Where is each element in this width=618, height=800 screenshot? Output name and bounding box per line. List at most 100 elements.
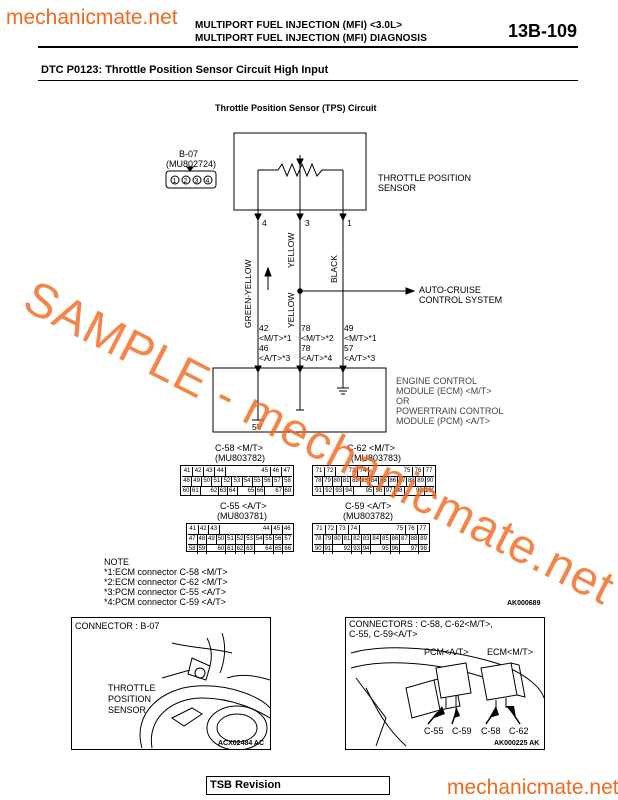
connector-pin: 41 xyxy=(182,467,194,477)
wire-label-yellow: YELLOW xyxy=(286,233,296,268)
connector-pin: 91 xyxy=(324,545,334,554)
connector-pin xyxy=(371,545,381,554)
header-title-1: MULTIPORT FUEL INJECTION (MFI) <3.0L> xyxy=(195,20,403,31)
connector-pin: 50 xyxy=(216,535,227,545)
term-a2: <M/T>*1 xyxy=(259,333,292,343)
wire-label-green-yellow: GREEN-YELLOW xyxy=(243,260,253,329)
connector-pin: 64 xyxy=(265,545,274,554)
c58-part: (MU803782) xyxy=(215,453,266,463)
connector-pin: 58 xyxy=(188,545,198,554)
c55-part: (MU803781) xyxy=(217,511,268,521)
term-c1: 49 xyxy=(344,323,354,333)
connector-pin: 74 xyxy=(358,467,369,477)
connector-pin: 99 xyxy=(415,487,425,496)
c58-photo-label: C-58 xyxy=(481,726,501,736)
connector-pin: 86 xyxy=(390,535,401,545)
connector-pin: 81 xyxy=(341,477,352,487)
connector-pin: 100 xyxy=(424,488,434,494)
wire-label-yellow-2: YELLOW xyxy=(286,293,296,328)
connector-pin xyxy=(230,525,241,535)
connector-pin: 47 xyxy=(188,535,198,545)
notes-block: NOTE *1:ECM connector C-58 <M/T> *2:ECM … xyxy=(104,557,228,607)
connector-pin xyxy=(201,487,210,496)
connector-id: B-07 xyxy=(179,149,199,159)
connector-pin: 88 xyxy=(409,535,420,545)
connector-pin xyxy=(380,467,391,477)
connector-pin: 59 xyxy=(198,545,208,554)
five-volt-label: 5V xyxy=(252,422,263,432)
connector-pin: 48 xyxy=(182,477,193,487)
connector-pin: 63 xyxy=(219,487,229,496)
connector-pin xyxy=(400,545,410,554)
connector-pin xyxy=(238,487,247,496)
connector-pin: 51 xyxy=(226,535,236,545)
connector-pin: 79 xyxy=(323,477,333,487)
tsb-revision-box: TSB Revision xyxy=(206,776,390,795)
photo-left-code: ACX02484 AC xyxy=(218,740,265,747)
connector-pin: 52 xyxy=(222,477,233,487)
dtc-rule xyxy=(38,80,578,81)
connector-pin: 84 xyxy=(371,535,382,545)
note-title: NOTE xyxy=(104,557,130,567)
connector-pin: 85 xyxy=(381,535,391,545)
connector-pin: 47 xyxy=(281,467,292,477)
b07-connector-icon xyxy=(165,170,217,189)
ecm-label: ENGINE CONTROL MODULE (ECM) <M/T> OR POW… xyxy=(396,376,504,426)
note-3: *3:PCM connector C-55 <A/T> xyxy=(104,587,227,597)
connector-pin: 65 xyxy=(274,545,284,554)
connector-pin: 74 xyxy=(348,525,360,535)
connector-pin: 51 xyxy=(212,477,223,487)
connector-pin: 97 xyxy=(410,545,420,554)
circuit-title: Throttle Position Sensor (TPS) Circuit xyxy=(215,103,377,113)
connector-pin: 54 xyxy=(242,477,253,487)
connector-pin: 56 xyxy=(273,535,284,545)
connector-pin: 83 xyxy=(360,477,370,487)
connector-pin: 82 xyxy=(351,477,361,487)
term-a4: <A/T>*3 xyxy=(259,353,290,363)
connector-pin: 81 xyxy=(342,535,353,545)
connector-pin: 53 xyxy=(245,535,255,545)
connector-pin: 73 xyxy=(337,525,349,535)
term-c2: <M/T>*1 xyxy=(344,333,377,343)
tps-circuit-diagram: 1 2 3 4 4 3 1 GREEN-YELLOW YELLOW BLACK … xyxy=(165,132,416,433)
photo-right-box xyxy=(345,617,545,750)
connector-pin: 57 xyxy=(272,477,283,487)
b07-pin-1: 1 xyxy=(173,178,177,185)
connector-pin: 53 xyxy=(232,477,243,487)
connector-pin: 75 xyxy=(394,525,406,535)
connector-pin xyxy=(240,525,251,535)
connector-pin: 58 xyxy=(282,477,293,487)
pcm-label: PCM<A/T> xyxy=(424,647,469,657)
connector-pin xyxy=(265,487,274,496)
connector-pin: 77 xyxy=(424,467,434,477)
connector-pin: 76 xyxy=(413,467,424,477)
connector-pin: 45 xyxy=(272,525,283,535)
connector-pin xyxy=(219,525,230,535)
pin-4-label: 4 xyxy=(262,218,267,228)
connector-pin: 63 xyxy=(246,545,255,554)
c59-label: C-59 <A/T> xyxy=(345,501,392,511)
connector-pin: 50 xyxy=(202,477,213,487)
term-b1: 78 xyxy=(301,323,311,333)
connector-pin: 68 xyxy=(284,488,292,494)
term-a3: 46 xyxy=(259,343,269,353)
connector-pin: 62 xyxy=(210,487,219,496)
throttle-body-illustration xyxy=(139,632,271,751)
connector-pin: 71 xyxy=(314,525,326,535)
watermark-bottom: mechanicmate.net xyxy=(447,776,618,799)
connector-pin: 92 xyxy=(343,545,353,554)
connector-pin: 75 xyxy=(402,467,413,477)
connector-pin: 90 xyxy=(314,545,324,554)
connector-pin: 64 xyxy=(229,487,238,496)
connector-pin: 83 xyxy=(361,535,372,545)
wire-label-black: BLACK xyxy=(329,255,339,283)
